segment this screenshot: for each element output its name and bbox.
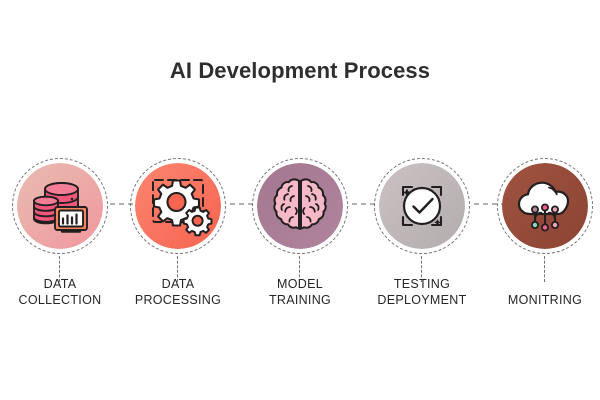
database-chart-icon (17, 163, 103, 249)
process-step-3[interactable] (250, 156, 350, 282)
step-3-label-line2: TRAINING (268, 293, 332, 307)
cloud-network-icon (502, 163, 588, 249)
step-2-stem (177, 256, 179, 282)
step-1-label: DATA COLLECTION (0, 276, 135, 308)
step-1-label-line1: DATA (43, 277, 77, 291)
step-2-label: DATA PROCESSING (103, 276, 253, 308)
step-5-label-line1: MONITRING (507, 293, 583, 307)
step-4-label: TESTING DEPLOYMENT (347, 276, 497, 308)
step-2-label-line1: DATA (161, 277, 195, 291)
step-4-dashed-ring (374, 158, 470, 254)
page-title: AI Development Process (169, 58, 431, 83)
process-step-1[interactable] (10, 156, 110, 282)
brain-icon (257, 163, 343, 249)
step-2-label-line2: PROCESSING (134, 293, 222, 307)
process-step-2[interactable] (128, 156, 228, 282)
gears-icon (135, 163, 221, 249)
step-1-dashed-ring (12, 158, 108, 254)
step-5-dashed-ring (497, 158, 593, 254)
step-4-stem (421, 256, 423, 282)
process-step-4[interactable] (372, 156, 472, 282)
step-4-label-line1: TESTING (393, 277, 451, 291)
step-3-dashed-ring (252, 158, 348, 254)
step-2-dashed-ring (130, 158, 226, 254)
checkmark-circle-icon (379, 163, 465, 249)
step-3-stem (299, 256, 301, 282)
step-5-label: MONITRING (470, 292, 600, 308)
step-1-label-line2: COLLECTION (18, 293, 102, 307)
step-5-stem (544, 256, 546, 282)
step-3-label: MODEL TRAINING (225, 276, 375, 308)
step-3-label-line1: MODEL (277, 277, 323, 291)
step-1-stem (59, 256, 61, 282)
step-4-label-line2: DEPLOYMENT (377, 293, 467, 307)
process-step-5[interactable] (495, 156, 595, 282)
